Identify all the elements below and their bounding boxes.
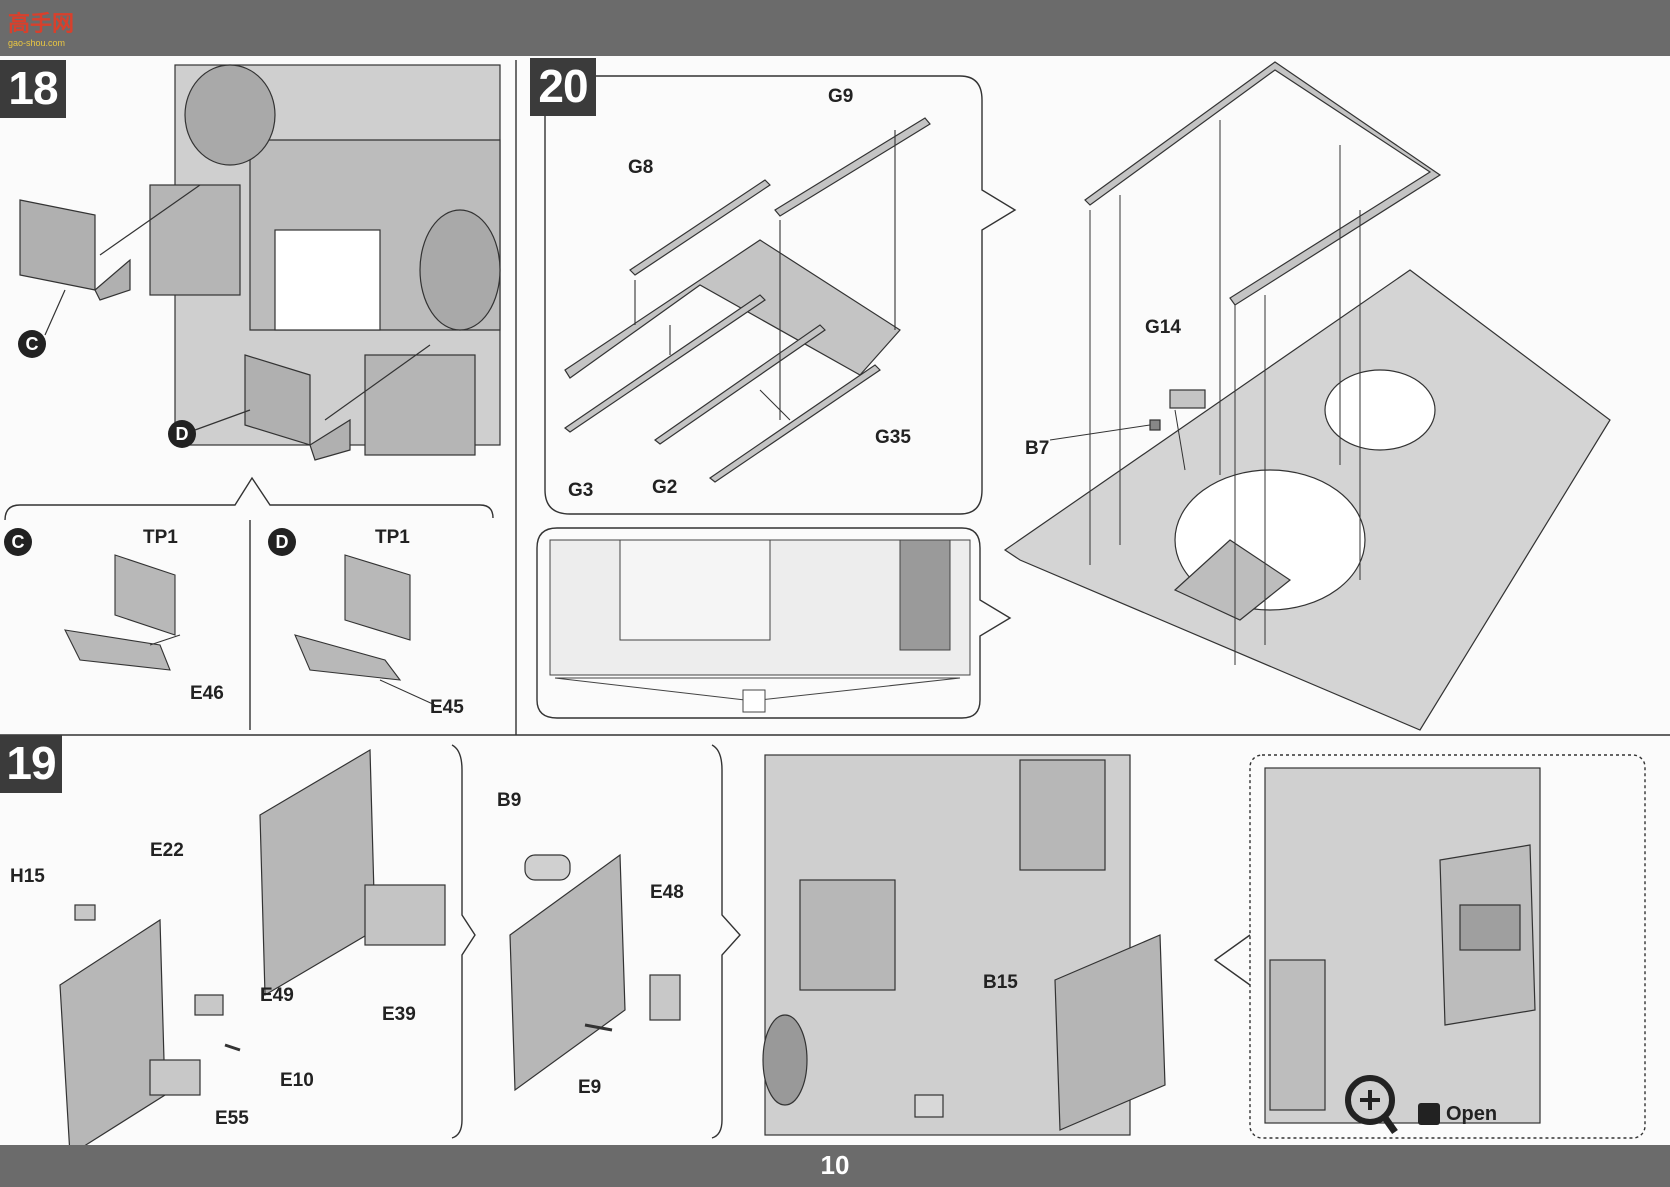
hull-19 [762, 754, 1166, 1136]
hull-big-20 [1003, 61, 1611, 731]
label-e39: E39 [382, 1004, 416, 1025]
label-e45: E45 [430, 697, 464, 718]
door-19-left [59, 904, 241, 1157]
detail-box-18 [4, 476, 494, 521]
label-e9: E9 [578, 1077, 602, 1098]
open-label: Open [1446, 1103, 1498, 1125]
e45-part [294, 554, 436, 706]
callout-c: C [18, 330, 46, 358]
zoom-icon [1345, 1075, 1440, 1135]
callout-c-detail: C [4, 528, 32, 556]
label-g3: G3 [568, 480, 594, 501]
label-e49: E49 [260, 985, 294, 1006]
label-g2: G2 [652, 477, 678, 498]
label-tp1-right: TP1 [375, 527, 410, 548]
label-h15: H15 [10, 866, 45, 887]
panel-d [244, 354, 351, 461]
e46-part [64, 554, 181, 671]
label-e55: E55 [215, 1108, 249, 1129]
step20-detail-bubble [536, 527, 1012, 719]
door-19-middle [509, 853, 681, 1092]
page-number: 10 [820, 1150, 850, 1180]
door-19-right [259, 748, 446, 997]
label-e46: E46 [190, 683, 224, 704]
label-g14: G14 [1145, 317, 1181, 338]
label-tp1-left: TP1 [143, 527, 178, 548]
hull-18 [149, 64, 501, 456]
bottom-bar: 10 [0, 1145, 1670, 1187]
label-b7: B7 [1025, 438, 1050, 459]
callout-d-detail: D [268, 528, 296, 556]
panel-c [19, 199, 131, 301]
step-number-20: 20 [530, 58, 596, 116]
label-g9: G9 [828, 86, 854, 107]
label-g35: G35 [875, 427, 911, 448]
step-number-19: 19 [0, 735, 62, 793]
label-e10: E10 [280, 1070, 314, 1091]
hull-detail-20 [549, 539, 971, 713]
label-g8: G8 [628, 157, 654, 178]
label-b15: B15 [983, 972, 1018, 993]
step-number-18: 18 [0, 60, 66, 118]
callout-d: D [168, 420, 196, 448]
label-e48: E48 [650, 882, 684, 903]
label-e22: E22 [150, 840, 184, 861]
rails-20 [563, 117, 931, 483]
zoom-hull [1264, 767, 1541, 1124]
label-b9: B9 [497, 790, 522, 811]
